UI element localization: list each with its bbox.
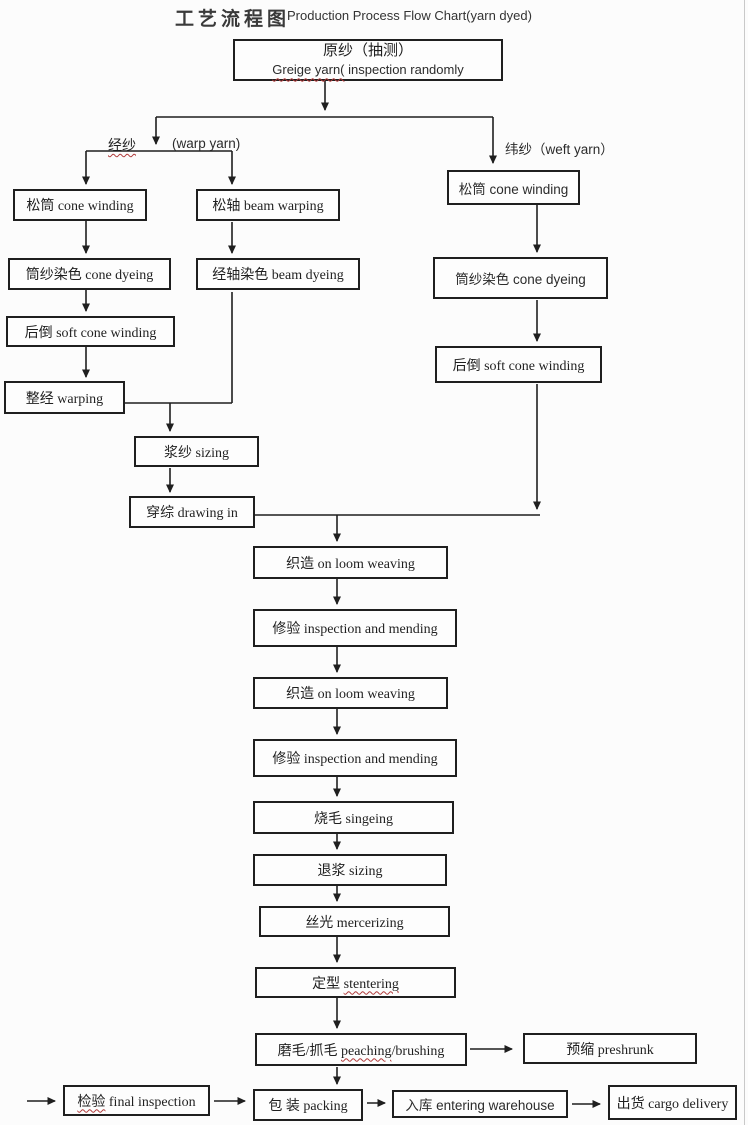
page-edge-line	[744, 0, 745, 1125]
page-title-english: Production Process Flow Chart(yarn dyed)	[287, 8, 532, 23]
weft-branch-label: 纬纱（weft yarn）	[505, 142, 614, 157]
node-warp-cone-dyeing: 筒纱染色 cone dyeing	[8, 258, 171, 290]
node-cargo-delivery: 出货 cargo delivery	[608, 1085, 737, 1120]
node-beam-dyeing: 经轴染色 beam dyeing	[196, 258, 360, 290]
node-label: 退浆 sizing	[317, 864, 383, 879]
node-label: 出货 cargo delivery	[616, 1096, 729, 1112]
node-label: 织造 on loom weaving	[286, 687, 415, 702]
node-warp-soft-cone-winding: 后倒 soft cone winding	[6, 316, 175, 347]
node-entering-warehouse: 入库 entering warehouse	[392, 1090, 568, 1118]
node-inspection-mending-1: 修验 inspection and mending	[253, 609, 457, 647]
node-label-en-rest: inspection randomly	[344, 62, 464, 78]
node-label: 后倒 soft cone winding	[452, 358, 585, 374]
node-inspection-mending-2: 修验 inspection and mending	[253, 739, 457, 777]
warp-branch-label-en: (warp yarn)	[172, 136, 241, 151]
node-label-en-underlined: stentering	[343, 976, 399, 992]
node-mercerizing: 丝光 mercerizing	[259, 906, 450, 937]
node-label: 检验 final inspection	[77, 1091, 195, 1111]
node-preshrunk: 预缩 preshrunk	[523, 1033, 697, 1064]
node-label: 丝光 mercerizing	[305, 915, 404, 931]
node-label-en-rest: final inspection	[105, 1094, 196, 1110]
node-weft-cone-dyeing: 筒纱染色 cone dyeing	[433, 257, 608, 299]
node-drawing-in: 穿综 drawing in	[129, 496, 255, 528]
node-label: 筒纱染色 cone dyeing	[455, 272, 586, 287]
node-label: 包 装 packing	[268, 1099, 348, 1114]
node-label: 松筒 cone winding	[26, 199, 134, 214]
node-packing: 包 装 packing	[253, 1089, 363, 1121]
node-peaching-brushing: 磨毛/抓毛 peaching/brushing	[255, 1033, 467, 1066]
node-label: 烧毛 singeing	[314, 811, 393, 827]
node-weaving-1: 织造 on loom weaving	[253, 546, 448, 579]
node-label: 整经 warping	[25, 391, 104, 407]
node-label-en-underlined: peaching	[340, 1043, 392, 1059]
node-weft-soft-cone-winding: 后倒 soft cone winding	[435, 346, 602, 383]
node-greige-yarn-inspection: 原纱（抽测） Greige yarn( inspection randomly	[233, 39, 503, 81]
node-label: 定型 stentering	[312, 973, 399, 993]
node-label: 织造 on loom weaving	[286, 556, 415, 572]
node-desizing: 退浆 sizing	[253, 854, 447, 886]
node-singeing: 烧毛 singeing	[253, 801, 454, 834]
node-label: 修验 inspection and mending	[272, 622, 438, 637]
node-label-en-rest: /brushing	[391, 1043, 445, 1059]
node-sizing: 浆纱 sizing	[134, 436, 259, 467]
node-label: 浆纱 sizing	[164, 445, 229, 461]
warp-branch-label-zh: 经纱	[108, 139, 136, 154]
node-label-zh: 磨毛/抓毛	[277, 1043, 341, 1059]
node-stentering: 定型 stentering	[255, 967, 456, 998]
node-label-zh: 原纱（抽测）	[322, 43, 413, 60]
node-beam-warping: 松轴 beam warping	[196, 189, 340, 221]
node-label-en-underlined: Greige yarn(	[272, 62, 345, 78]
node-label-en: Greige yarn( inspection randomly	[272, 61, 463, 79]
node-label: 经轴染色 beam dyeing	[212, 268, 344, 283]
node-weft-cone-winding: 松筒 cone winding	[447, 170, 580, 205]
node-label-zh-underlined: 检验	[77, 1094, 106, 1110]
node-label: 磨毛/抓毛 peaching/brushing	[278, 1040, 445, 1060]
node-label: 预缩 preshrunk	[566, 1042, 654, 1058]
node-label: 穿综 drawing in	[146, 506, 238, 521]
node-warping: 整经 warping	[4, 381, 125, 414]
node-label: 松轴 beam warping	[212, 199, 324, 214]
node-label: 入库 entering warehouse	[405, 1098, 555, 1113]
node-label: 后倒 soft cone winding	[24, 325, 157, 341]
node-label-zh: 定型	[312, 976, 344, 992]
node-warp-cone-winding: 松筒 cone winding	[13, 189, 147, 221]
node-label: 修验 inspection and mending	[272, 752, 438, 767]
node-final-inspection: 检验 final inspection	[63, 1085, 210, 1116]
node-label: 松筒 cone winding	[458, 181, 569, 197]
page-title-chinese: 工艺流程图	[175, 9, 291, 30]
node-weaving-2: 织造 on loom weaving	[253, 677, 448, 709]
node-label: 筒纱染色 cone dyeing	[25, 268, 154, 283]
